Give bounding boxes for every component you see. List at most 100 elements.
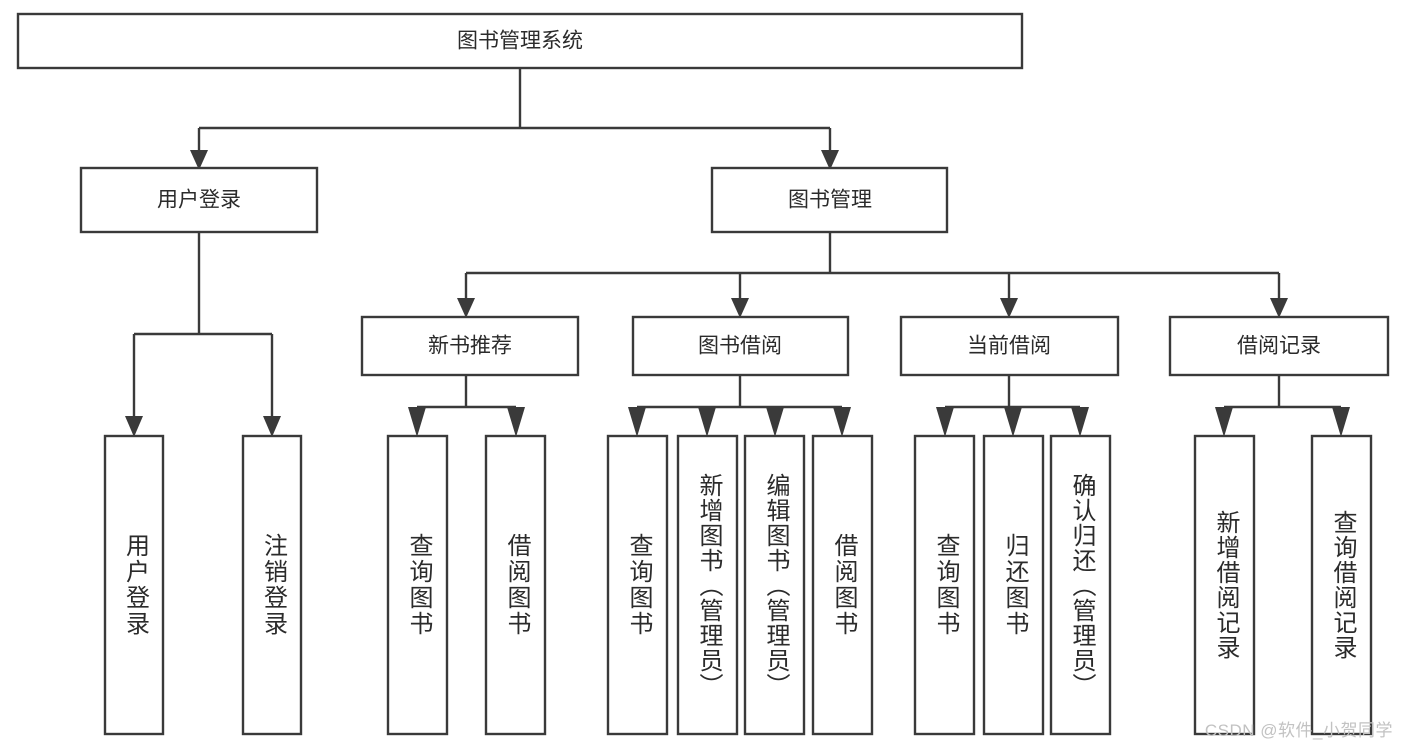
- leaf-query-book-2-box[interactable]: [606, 434, 669, 736]
- leaf-add-record[interactable]: [1193, 434, 1256, 736]
- node-root-box[interactable]: [16, 12, 1024, 70]
- leaf-query-book-1[interactable]: [386, 434, 449, 736]
- leaf-borrow-book-1-box[interactable]: [484, 434, 547, 736]
- arrow-to-leaf-edit-book: [766, 407, 784, 437]
- leaf-confirm-return-box[interactable]: [1049, 434, 1112, 736]
- leaf-edit-book-label-wrap: 编辑图书（管理员）: [745, 436, 804, 734]
- node-borrow-record[interactable]: 借阅记录: [1168, 315, 1390, 377]
- watermark-text: CSDN @软件_小贺同学: [1204, 721, 1393, 740]
- node-user-login[interactable]: 用户登录: [79, 166, 319, 234]
- node-root[interactable]: 图书管理系统: [16, 12, 1024, 70]
- node-current-borrow-label: 当前借阅: [967, 335, 1051, 358]
- leaf-query-record-label-wrap: 查询借阅记录: [1312, 436, 1371, 734]
- node-book-management-label: 图书管理: [788, 189, 872, 212]
- node-root-label: 图书管理系统: [457, 30, 583, 53]
- leaf-edit-book-box[interactable]: [743, 434, 806, 736]
- leaf-return-book-box[interactable]: [982, 434, 1045, 736]
- leaf-return-book-label: 归还图书: [1000, 533, 1028, 637]
- connector-group-user-login: [125, 232, 281, 437]
- leaf-query-book-2-label: 查询图书: [624, 533, 652, 637]
- leaf-query-book-3-label-wrap: 查询图书: [915, 436, 974, 734]
- leaf-confirm-return-label-wrap: 确认归还（管理员）: [1051, 436, 1110, 734]
- leaf-borrow-book-1-label: 借阅图书: [502, 533, 530, 637]
- leaf-query-book-3[interactable]: [913, 434, 976, 736]
- connector-group-new-book-recommend: [408, 375, 525, 437]
- node-book-borrow-box[interactable]: [631, 315, 850, 377]
- node-user-login-label: 用户登录: [157, 189, 241, 212]
- leaf-add-book-label-wrap: 新增图书（管理员）: [678, 436, 737, 734]
- connector-group-book-borrow: [628, 375, 851, 437]
- leaf-query-record-label: 查询借阅记录: [1328, 510, 1356, 660]
- arrow-to-leaf-borrow-book-1: [507, 407, 525, 437]
- leaf-return-book[interactable]: [982, 434, 1045, 736]
- node-new-book-recommend[interactable]: 新书推荐: [360, 315, 580, 377]
- leaf-confirm-return[interactable]: [1049, 434, 1112, 736]
- connector-group-current-borrow: [936, 375, 1089, 437]
- arrow-to-new-book-recommend: [457, 298, 475, 318]
- leaf-query-book-1-label: 查询图书: [404, 533, 432, 637]
- node-current-borrow[interactable]: 当前借阅: [899, 315, 1120, 377]
- leaf-add-book-box[interactable]: [676, 434, 739, 736]
- connector-group-book-management: [457, 232, 1288, 318]
- node-book-borrow[interactable]: 图书借阅: [631, 315, 850, 377]
- leaf-user-login-label-wrap: 用户登录: [105, 436, 163, 734]
- leaf-borrow-book-2-label: 借阅图书: [829, 533, 857, 637]
- leaf-borrow-book-2[interactable]: [811, 434, 874, 736]
- leaf-query-book-2-label-wrap: 查询图书: [608, 436, 667, 734]
- leaf-edit-book[interactable]: [743, 434, 806, 736]
- arrow-to-leaf-query-book-3: [936, 407, 954, 437]
- node-book-management[interactable]: 图书管理: [710, 166, 949, 234]
- arrow-to-leaf-query-book-2: [628, 407, 646, 437]
- arrow-to-leaf-user-logout: [263, 416, 281, 437]
- leaf-user-login-box[interactable]: [103, 434, 165, 736]
- leaf-borrow-book-1[interactable]: [484, 434, 547, 736]
- leaf-user-login[interactable]: [103, 434, 165, 736]
- leaf-add-record-label: 新增借阅记录: [1211, 510, 1239, 660]
- leaf-query-record[interactable]: [1310, 434, 1373, 736]
- leaf-borrow-book-2-box[interactable]: [811, 434, 874, 736]
- arrow-to-leaf-add-book: [698, 407, 716, 437]
- arrow-to-current-borrow: [1000, 298, 1018, 318]
- leaf-query-book-3-box[interactable]: [913, 434, 976, 736]
- node-borrow-record-box[interactable]: [1168, 315, 1390, 377]
- leaf-add-record-label-wrap: 新增借阅记录: [1195, 436, 1254, 734]
- node-user-login-box[interactable]: [79, 166, 319, 234]
- node-new-book-recommend-box[interactable]: [360, 315, 580, 377]
- arrow-to-leaf-confirm-return: [1071, 407, 1089, 437]
- arrow-to-borrow-record: [1270, 298, 1288, 318]
- arrow-to-leaf-query-record: [1332, 407, 1350, 437]
- leaf-query-book-1-box[interactable]: [386, 434, 449, 736]
- connector-group-root: [190, 68, 839, 170]
- arrow-to-leaf-add-record: [1215, 407, 1233, 437]
- leaf-borrow-book-2-label-wrap: 借阅图书: [813, 436, 872, 734]
- leaf-user-login-label: 用户登录: [121, 533, 149, 637]
- arrow-to-leaf-return-book: [1004, 407, 1022, 437]
- leaf-user-logout[interactable]: [241, 434, 303, 736]
- leaf-add-book[interactable]: [676, 434, 739, 736]
- arrow-to-book-borrow: [731, 298, 749, 318]
- arrow-to-leaf-borrow-book-2: [833, 407, 851, 437]
- leaf-query-record-box[interactable]: [1310, 434, 1373, 736]
- connector-group-borrow-record: [1215, 375, 1350, 437]
- arrow-to-leaf-query-book-1: [408, 407, 426, 437]
- leaf-user-logout-label: 注销登录: [259, 533, 287, 637]
- arrow-to-book-management: [821, 150, 839, 170]
- leaf-edit-book-label: 编辑图书（管理员）: [761, 472, 789, 698]
- leaf-user-logout-label-wrap: 注销登录: [243, 436, 301, 734]
- node-current-borrow-box[interactable]: [899, 315, 1120, 377]
- leaf-query-book-3-label: 查询图书: [931, 533, 959, 637]
- leaf-add-record-box[interactable]: [1193, 434, 1256, 736]
- leaf-confirm-return-label: 确认归还（管理员）: [1067, 472, 1095, 698]
- leaf-borrow-book-1-label-wrap: 借阅图书: [486, 436, 545, 734]
- node-book-management-box[interactable]: [710, 166, 949, 234]
- node-book-borrow-label: 图书借阅: [698, 335, 782, 358]
- node-new-book-recommend-label: 新书推荐: [428, 335, 512, 358]
- leaf-return-book-label-wrap: 归还图书: [984, 436, 1043, 734]
- leaf-query-book-2[interactable]: [606, 434, 669, 736]
- arrow-to-leaf-user-login: [125, 416, 143, 437]
- leaf-query-book-1-label-wrap: 查询图书: [388, 436, 447, 734]
- arrow-to-user-login: [190, 150, 208, 170]
- leaf-user-logout-box[interactable]: [241, 434, 303, 736]
